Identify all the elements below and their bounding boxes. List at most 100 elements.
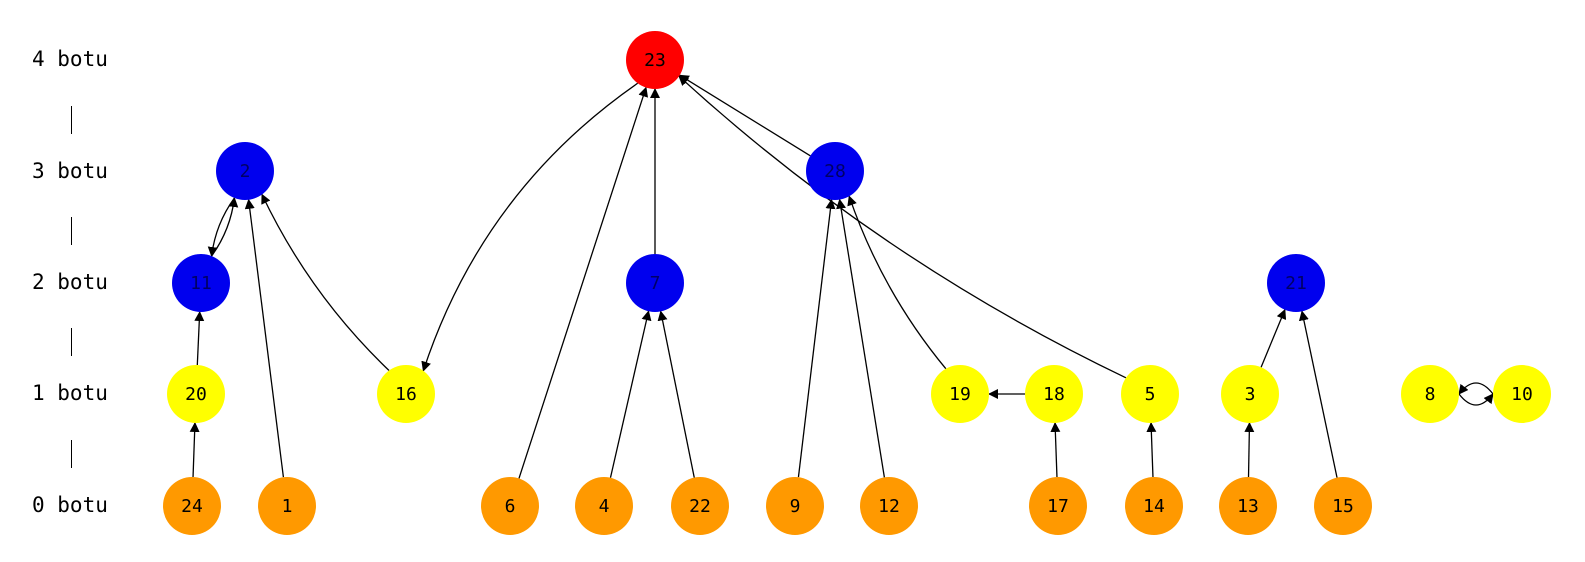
node-label: 15	[1332, 496, 1354, 517]
edge-22-to-7	[657, 310, 695, 478]
node-label: 9	[790, 496, 801, 517]
node-label: 23	[644, 50, 666, 71]
level-label-1: 1 botu	[32, 381, 108, 405]
level-separator	[71, 106, 72, 134]
node-22: 22	[671, 477, 729, 535]
edge-17-to-18	[1050, 421, 1061, 478]
node-label: 5	[1145, 384, 1156, 405]
node-12: 12	[860, 477, 918, 535]
node-label: 12	[878, 496, 900, 517]
node-label: 1	[282, 496, 293, 517]
node-label: 17	[1047, 496, 1069, 517]
node-circle	[481, 477, 539, 535]
level-label-2: 2 botu	[32, 270, 108, 294]
node-8: 8	[1401, 365, 1459, 423]
node-circle	[931, 365, 989, 423]
level-label-3: 3 botu	[32, 159, 108, 183]
edge-16-to-2	[261, 193, 390, 371]
node-label: 3	[1245, 384, 1256, 405]
edge-12-to-28	[836, 198, 886, 478]
node-circle	[377, 365, 435, 423]
edge-14-to-5	[1146, 421, 1157, 478]
node-14: 14	[1125, 477, 1183, 535]
node-10: 10	[1493, 365, 1551, 423]
node-9: 9	[766, 477, 824, 535]
node-circle	[1221, 365, 1279, 423]
node-circle	[806, 142, 864, 200]
edge-13-to-3	[1244, 421, 1255, 478]
node-label: 13	[1237, 496, 1259, 517]
edge-9-to-28	[797, 198, 836, 478]
node-3: 3	[1221, 365, 1279, 423]
edge-10-to-8	[1458, 382, 1494, 395]
node-23: 23	[626, 31, 684, 89]
node-circle	[766, 477, 824, 535]
node-label: 11	[190, 273, 212, 294]
edge-1-to-2	[244, 198, 285, 478]
level-separator	[71, 328, 72, 356]
node-circle	[1267, 254, 1325, 312]
node-13: 13	[1219, 477, 1277, 535]
node-21: 21	[1267, 254, 1325, 312]
node-label: 4	[599, 496, 610, 517]
node-label: 6	[505, 496, 516, 517]
edge-11-to-2	[211, 196, 239, 257]
node-circle	[1025, 365, 1083, 423]
node-circle	[216, 142, 274, 200]
level-separator	[71, 217, 72, 245]
node-label: 21	[1285, 273, 1307, 294]
level-label-0: 0 botu	[32, 493, 108, 517]
edge-8-to-10	[1458, 393, 1494, 406]
node-label: 16	[395, 384, 417, 405]
node-28: 28	[806, 142, 864, 200]
edge-28-to-23	[678, 74, 811, 157]
node-1: 1	[258, 477, 316, 535]
node-circle	[671, 477, 729, 535]
node-label: 14	[1143, 496, 1165, 517]
node-circle	[1314, 477, 1372, 535]
node-label: 22	[689, 496, 711, 517]
edge-5-to-23	[678, 75, 1127, 379]
node-label: 20	[185, 384, 207, 405]
node-16: 16	[377, 365, 435, 423]
edge-3-to-21	[1260, 308, 1287, 368]
node-circle	[860, 477, 918, 535]
edges-layer	[189, 74, 1494, 479]
edge-23-to-16	[421, 82, 639, 372]
node-circle	[1029, 477, 1087, 535]
level-separator	[71, 440, 72, 468]
node-label: 18	[1043, 384, 1065, 405]
node-11: 11	[172, 254, 230, 312]
node-17: 17	[1029, 477, 1087, 535]
node-4: 4	[575, 477, 633, 535]
node-circle	[1493, 365, 1551, 423]
node-label: 28	[824, 161, 846, 182]
node-circle	[1121, 365, 1179, 423]
node-20: 20	[167, 365, 225, 423]
node-circle	[1219, 477, 1277, 535]
node-24: 24	[163, 477, 221, 535]
node-label: 2	[240, 161, 251, 182]
node-label: 7	[650, 273, 661, 294]
node-circle	[163, 477, 221, 535]
node-5: 5	[1121, 365, 1179, 423]
level-label-4: 4 botu	[32, 47, 108, 71]
node-6: 6	[481, 477, 539, 535]
node-circle	[626, 31, 684, 89]
edge-6-to-23	[518, 86, 649, 479]
edge-24-to-20	[189, 421, 200, 478]
edge-20-to-11	[194, 310, 205, 366]
edge-2-to-11	[207, 197, 235, 258]
node-label: 8	[1425, 384, 1436, 405]
node-circle	[575, 477, 633, 535]
edge-19-to-28	[847, 195, 947, 370]
edge-4-to-7	[609, 310, 652, 478]
node-circle	[626, 254, 684, 312]
node-2: 2	[216, 142, 274, 200]
node-circle	[167, 365, 225, 423]
node-label: 24	[181, 496, 203, 517]
node-circle	[258, 477, 316, 535]
node-circle	[172, 254, 230, 312]
